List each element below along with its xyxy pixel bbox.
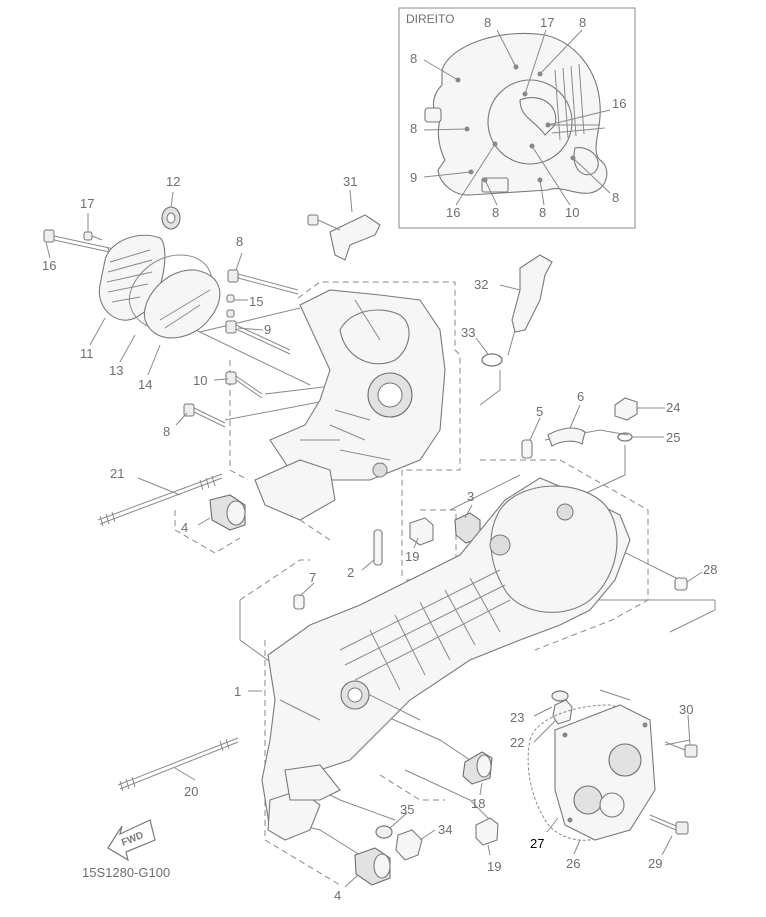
callout-15: 15: [249, 294, 263, 309]
callout-4-upper: 4: [181, 520, 188, 535]
small-parts-upper: [209, 254, 638, 566]
inset-label-10: 10: [565, 205, 579, 220]
callout-34: 34: [438, 822, 452, 837]
inset-label-8-left-middle: 8: [410, 121, 417, 136]
callout-4-lower: 4: [334, 888, 341, 903]
callout-22: 22: [510, 735, 524, 750]
callout-32: 32: [474, 277, 488, 292]
inset-label-17: 17: [540, 15, 554, 30]
callout-35: 35: [400, 802, 414, 817]
callout-8-top: 8: [236, 234, 243, 249]
callout-17: 17: [80, 196, 94, 211]
callout-30: 30: [679, 702, 693, 717]
callout-2: 2: [347, 565, 354, 580]
inset-label-16-bottom: 16: [446, 205, 460, 220]
callout-13: 13: [109, 363, 123, 378]
inset-label-8-top-right: 8: [579, 15, 586, 30]
callout-29: 29: [648, 856, 662, 871]
callout-31: 31: [343, 174, 357, 189]
inset-label-8-bottom-a: 8: [492, 205, 499, 220]
callout-11: 11: [80, 346, 94, 361]
inset-right-side-view: DIREITO 8 17 8 8 16 8: [398, 7, 636, 229]
inset-label-9: 9: [410, 170, 417, 185]
callout-14: 14: [138, 377, 152, 392]
callout-28: 28: [703, 562, 717, 577]
callout-18: 18: [471, 796, 485, 811]
callout-25: 25: [666, 430, 680, 445]
callout-6: 6: [577, 389, 584, 404]
callout-33: 33: [461, 325, 475, 340]
callout-5: 5: [536, 404, 543, 419]
upper-crankcase-half: [254, 214, 446, 521]
small-parts-lower: [354, 690, 573, 886]
callout-9: 9: [264, 322, 271, 337]
callout-3: 3: [467, 489, 474, 504]
inset-title: DIREITO: [406, 12, 454, 26]
callout-26: 26: [566, 856, 580, 871]
callout-23: 23: [510, 710, 524, 725]
callout-19-lower: 19: [487, 859, 501, 874]
callout-19-upper: 19: [405, 549, 419, 564]
callout-leaders: [45, 189, 703, 888]
main-crankcase-half: [261, 477, 688, 841]
callout-labels: 17 12 16 11 13 14 15 8 9 10 8 31 32 33 5…: [42, 174, 717, 903]
callout-27: 27: [530, 836, 544, 851]
callout-8-lower: 8: [163, 424, 170, 439]
stud-bolts: [97, 473, 239, 792]
inset-label-8-bottom-b: 8: [539, 205, 546, 220]
callout-7: 7: [309, 570, 316, 585]
gear-case-cover: [527, 704, 698, 841]
left-cover-group: [43, 206, 299, 428]
fwd-direction-arrow: FWD: [107, 819, 156, 862]
callout-16: 16: [42, 258, 56, 273]
inset-label-8-left-upper: 8: [410, 51, 417, 66]
callout-1: 1: [234, 684, 241, 699]
inset-label-16-right: 16: [612, 96, 626, 111]
callout-21: 21: [110, 466, 124, 481]
callout-20: 20: [184, 784, 198, 799]
callout-10: 10: [193, 373, 207, 388]
callout-24: 24: [666, 400, 680, 415]
inset-label-8-top-left: 8: [484, 15, 491, 30]
callout-12: 12: [166, 174, 180, 189]
inset-label-8-right-bottom: 8: [612, 190, 619, 205]
figure-code: 15S1280-G100: [82, 865, 170, 880]
